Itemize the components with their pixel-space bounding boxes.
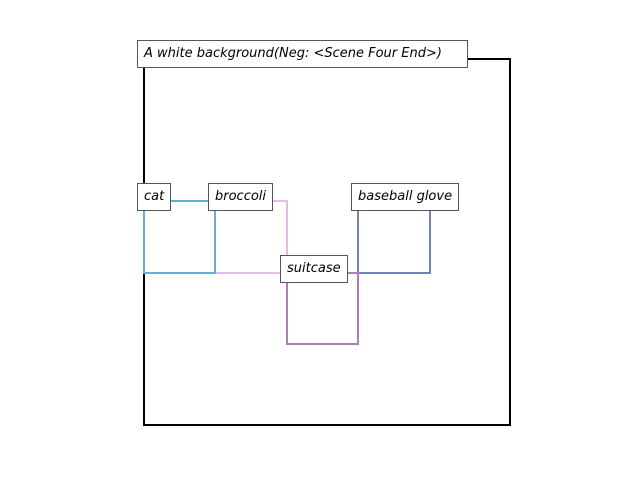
cat-label: cat — [137, 183, 172, 211]
cat-box — [143, 200, 216, 274]
baseball-glove-box — [357, 200, 431, 274]
suitcase-label: suitcase — [280, 255, 348, 283]
suitcase-box — [286, 272, 359, 345]
broccoli-box — [214, 200, 288, 274]
scene-caption: A white background(Neg: <Scene Four End>… — [137, 40, 468, 68]
broccoli-label: broccoli — [208, 183, 274, 211]
baseball-glove-label: baseball glove — [351, 183, 460, 211]
scene-frame — [143, 58, 511, 426]
